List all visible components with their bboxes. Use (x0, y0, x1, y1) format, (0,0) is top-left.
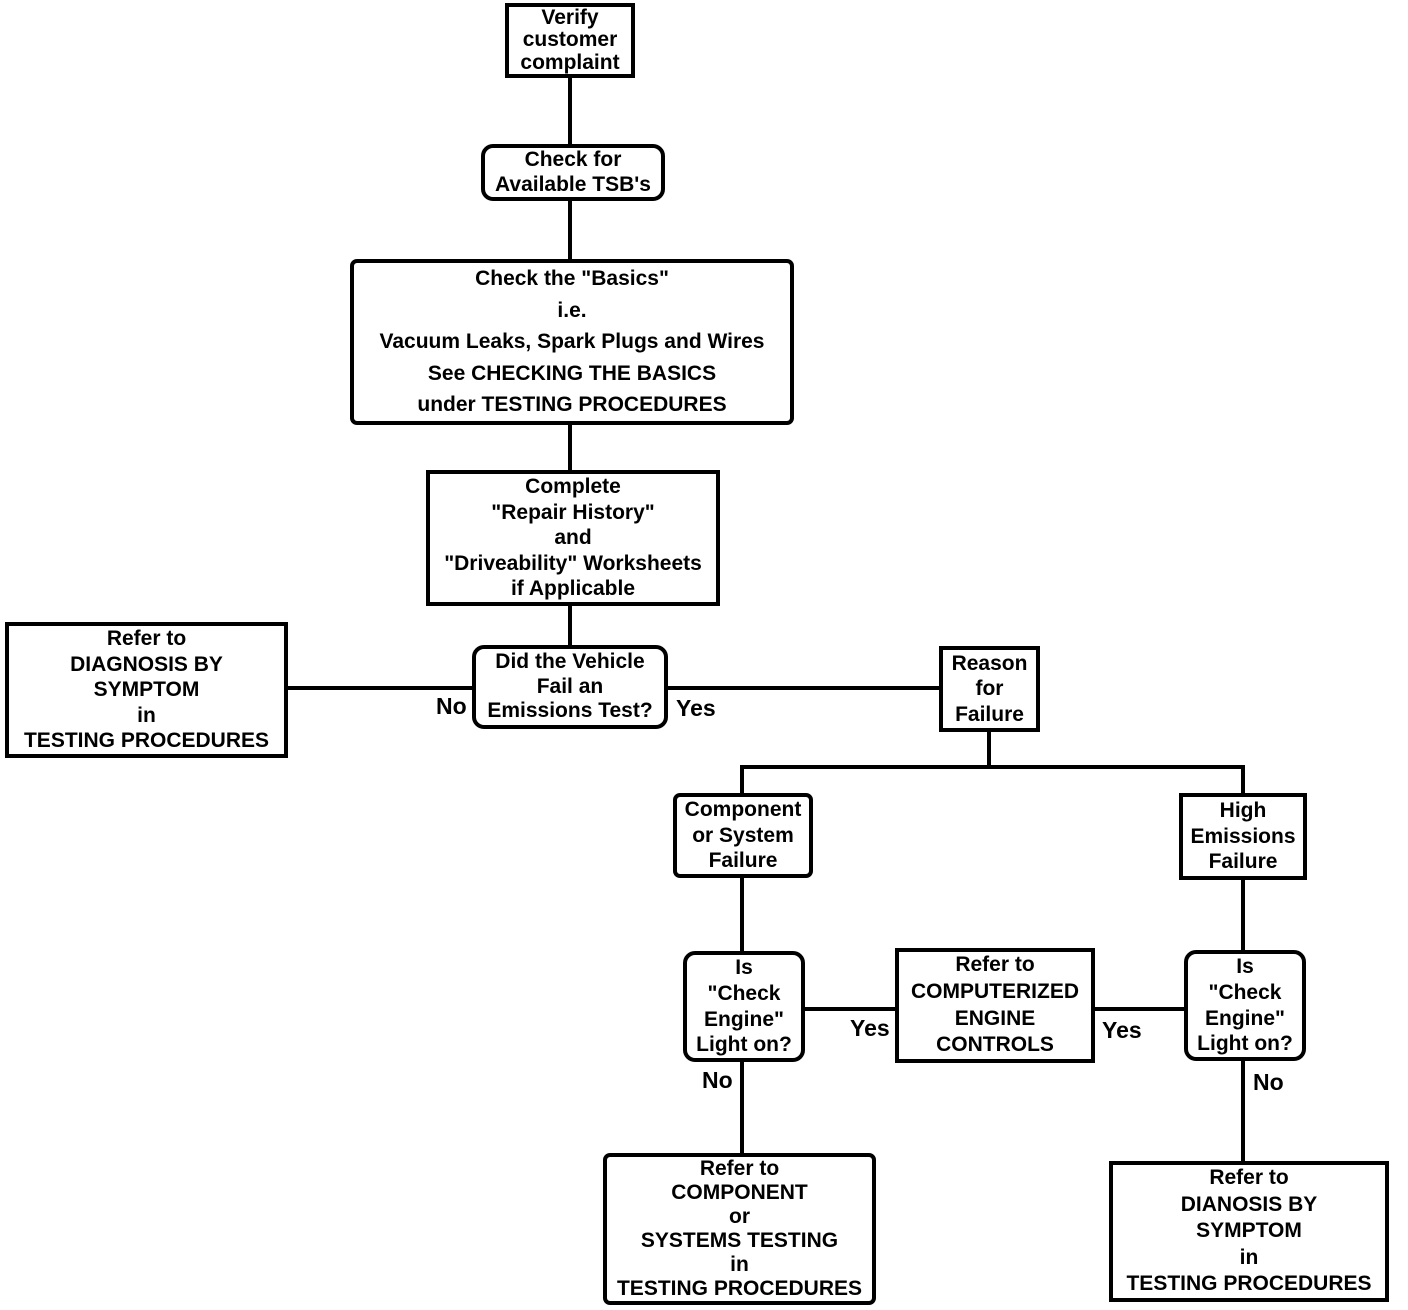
connector-ce-right-yes (1093, 1007, 1186, 1011)
connector-split-to-high-emissions (1241, 765, 1245, 795)
connector-emissions-yes (667, 686, 939, 690)
edge-label-ce-left-no: No (700, 1067, 735, 1093)
edge-label-ce-left-yes: Yes (848, 1015, 892, 1041)
edge-label-ce-right-no: No (1251, 1069, 1286, 1095)
connector-reason-down (987, 731, 991, 769)
connector-split-to-component (740, 765, 744, 795)
connector-high-emissions-to-check-engine (1241, 879, 1245, 952)
node-check-engine-light-right-decision: Is "Check Engine" Light on? (1184, 950, 1306, 1061)
connector-component-to-check-engine (740, 877, 744, 953)
node-check-the-basics: Check the "Basics" i.e. Vacuum Leaks, Sp… (350, 259, 794, 425)
connector-worksheets-to-emissions (568, 605, 572, 646)
node-high-emissions-failure: High Emissions Failure (1179, 793, 1307, 880)
node-refer-dianosis-by-symptom: Refer to DIANOSIS BY SYMPTOM in TESTING … (1109, 1161, 1389, 1302)
node-reason-for-failure: Reason for Failure (939, 646, 1040, 732)
edge-label-emissions-no: No (434, 693, 469, 719)
connector-ce-right-no (1241, 1060, 1245, 1162)
connector-basics-to-worksheets (568, 424, 572, 471)
node-refer-diagnosis-by-symptom: Refer to DIAGNOSIS BY SYMPTOM in TESTING… (5, 622, 288, 758)
connector-ce-left-no (740, 1061, 744, 1154)
edge-label-ce-right-yes: Yes (1100, 1017, 1144, 1043)
connector-reason-split (740, 765, 1245, 769)
edge-label-emissions-yes: Yes (674, 695, 718, 721)
node-refer-computerized-engine-controls: Refer to COMPUTERIZED ENGINE CONTROLS (895, 948, 1095, 1063)
node-check-engine-light-left-decision: Is "Check Engine" Light on? (683, 951, 805, 1062)
node-emissions-test-decision: Did the Vehicle Fail an Emissions Test? (472, 645, 668, 729)
node-verify-customer-complaint: Verify customer complaint (505, 3, 635, 78)
node-check-available-tsbs: Check for Available TSB's (481, 144, 665, 201)
connector-ce-left-yes (804, 1007, 897, 1011)
node-refer-component-systems-testing: Refer to COMPONENT or SYSTEMS TESTING in… (603, 1153, 876, 1305)
node-component-or-system-failure: Component or System Failure (673, 793, 813, 878)
connector-emissions-no (286, 686, 472, 690)
node-complete-worksheets: Complete "Repair History" and "Driveabil… (426, 470, 720, 606)
connector-verify-to-tsb (568, 77, 572, 144)
connector-tsb-to-basics (568, 200, 572, 260)
